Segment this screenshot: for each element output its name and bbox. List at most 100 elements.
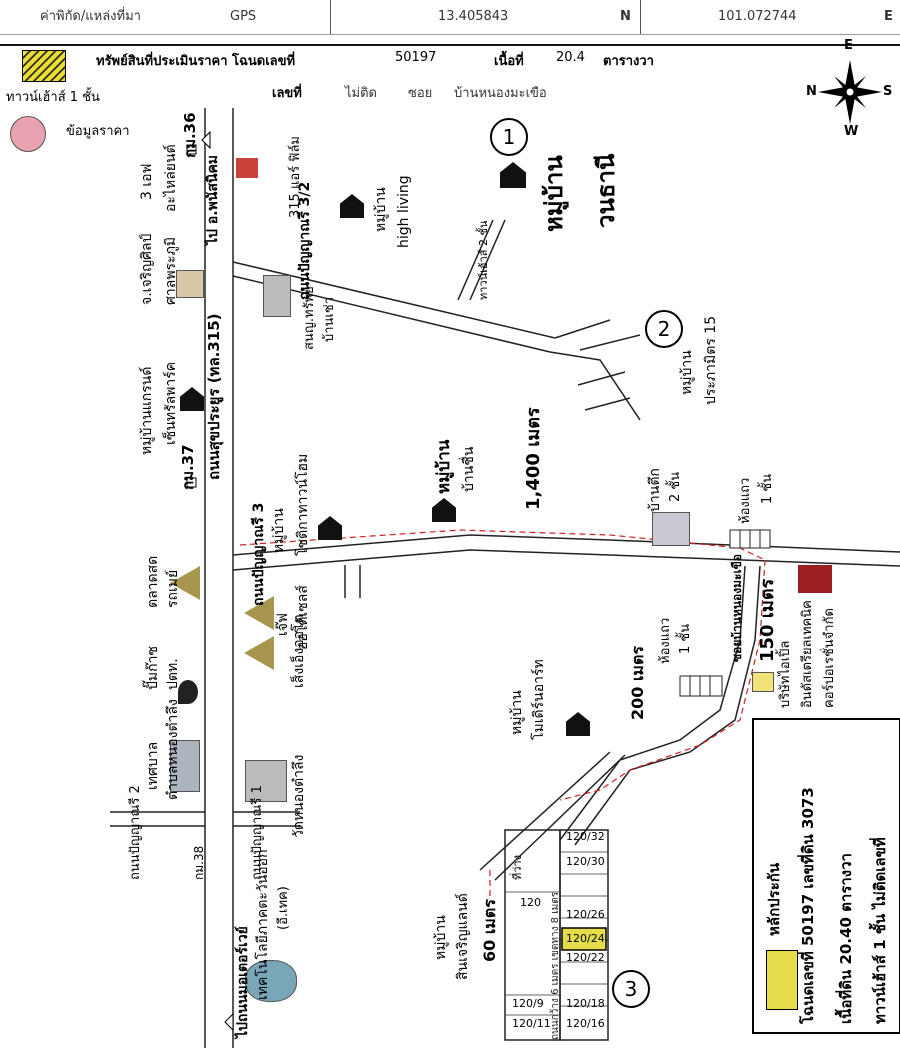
area-unit: ตารางวา	[603, 54, 654, 69]
label-km38: กม.38	[192, 845, 206, 880]
collateral-line2: เนื้อที่ดิน 20.40 ตารางวา	[837, 853, 855, 1024]
label-distance-200: 200 เมตร	[628, 646, 647, 720]
label-wanthani-1: หมู่บ้าน	[540, 155, 568, 232]
divider	[640, 0, 641, 34]
collateral-line1: โฉนดเลขที่ 50197 เลขที่ดิน 3073	[799, 787, 817, 1024]
label-wanthani-2: วนธานี	[592, 153, 620, 228]
townhouse-legend-label: ทาวน์เฮ้าส์ 1 ชั้น	[6, 90, 100, 105]
label-panyanaree-2: ถนนปัญญาณรี 2	[128, 785, 143, 880]
compass-e: E	[844, 38, 853, 53]
label-company-2: อินดัสเตรียลเทคนิค	[800, 600, 815, 708]
compass-s: S	[883, 84, 893, 99]
collateral-swatch	[766, 950, 798, 1010]
label-high-living: high living	[396, 175, 412, 248]
label-to-phanat: ไป อ.พนัสนิคม	[205, 154, 221, 245]
temple-icon	[245, 760, 287, 802]
label-auto-seng: เจ๊ฟ	[275, 613, 291, 636]
lot-120-22: 120/22	[566, 951, 605, 964]
label-etech: (อี.เทค)	[276, 886, 291, 930]
label-company-1: บริษัทไอเปิ้ล	[778, 640, 793, 708]
latitude-value: 13.405843	[438, 9, 509, 24]
label-modern-art-v: หมู่บ้าน	[509, 690, 525, 735]
label-prachamit-v: หมู่บ้าน	[679, 350, 695, 395]
label-modern-art: โมเดิร์นอาร์ท	[531, 659, 547, 740]
label-banchuen: บ้านชื่น	[461, 446, 477, 492]
label-soi-nongmakhuea: ซอยบ้านหนองมะเขือ	[730, 554, 744, 662]
house-no-value: ไม่ติด	[345, 86, 377, 101]
area-value: 20.4	[556, 50, 585, 65]
townhouse-legend-swatch	[22, 50, 66, 82]
label-tambon: ตำบลหนองตำลึง	[165, 699, 181, 800]
lot-120: 120	[520, 896, 541, 909]
office-building-icon	[263, 275, 291, 317]
etech-campus-icon	[245, 960, 297, 1002]
label-km37: กม.37	[179, 444, 197, 490]
subject-lot	[561, 927, 607, 951]
label-ban-tuek: บ้านตึก	[647, 468, 663, 512]
label-sincharoen-v: หมู่บ้าน	[433, 915, 449, 960]
label-company-3: คอร์ปอเรชั่นจำกัด	[822, 608, 837, 708]
label-ban-chao: บ้านเช่า	[322, 296, 337, 342]
latitude-dir: N	[620, 9, 631, 24]
label-wat: วัดหนองตำลึง	[291, 754, 307, 838]
label-main-road: ถนนสุขประยูร (ทล.315)	[205, 313, 223, 480]
label-chotika: โชติกาทาวน์โฮม	[295, 453, 311, 556]
label-high-living-v: หมู่บ้าน	[373, 187, 389, 232]
coord-source: GPS	[230, 9, 257, 24]
label-th2: ทาวน์เฮ้าส์ 2 ชั้น	[477, 220, 490, 300]
marker-3: 3	[612, 970, 650, 1008]
soi-value: บ้านหนองมะเขือ	[454, 86, 547, 101]
label-banchuen-v: หมู่บ้าน	[434, 439, 454, 494]
house-no-label: เลขที่	[272, 86, 302, 101]
label-sincharoen: สินเจริญแลนด์	[455, 893, 471, 980]
lot-120-30: 120/30	[566, 855, 605, 868]
label-village-grand: หมู่บ้านแกรนด์	[139, 366, 155, 455]
price-info-legend-label: ข้อมูลราคา	[66, 124, 130, 139]
label-3f: 3 เอฟ	[139, 163, 155, 200]
townhouse-2-storey-icon	[652, 512, 690, 546]
price-info-legend-swatch	[10, 116, 46, 152]
lot-120-11: 120/11	[512, 1017, 551, 1030]
marker-1: 1	[490, 118, 528, 156]
deed-number: 50197	[395, 50, 437, 65]
lot-120-18: 120/18	[566, 997, 605, 1010]
label-ban-tuek2: 2 ชั้น	[668, 471, 683, 502]
factory-icon	[798, 565, 832, 593]
air-film-shop-icon	[236, 158, 258, 178]
collateral-line3: ทาวน์เฮ้าส์ 1 ชั้น ไม่ติดเลขที่	[871, 837, 889, 1024]
shrine-icon	[176, 270, 204, 298]
coord-label: ค่าพิกัด/แหล่งที่มา	[40, 9, 141, 24]
marker-2: 2	[645, 310, 683, 348]
label-chotika-v: หมู่บ้าน	[271, 508, 287, 553]
label-gas: ปั๊มก๊าซ	[145, 646, 161, 690]
collateral-title: หลักประกัน	[765, 862, 783, 936]
label-central-park: เซ็นทรัลพาร์ค	[163, 361, 179, 445]
longitude-value: 101.072744	[718, 9, 797, 24]
label-municipal: เทศบาล	[145, 741, 161, 790]
divider	[330, 0, 331, 34]
label-hong-thaew-b: ห้องแถว	[658, 617, 673, 664]
municipal-building-icon	[170, 740, 200, 792]
label-panyanaree-3: ถนนปัญญาณรี 3	[251, 502, 267, 606]
label-shrine: ศาลพระภูมิ	[163, 236, 179, 305]
area-label: เนื้อที่	[494, 54, 524, 69]
label-hong-thaew-b2: 1 ชั้น	[678, 623, 693, 654]
compass-rose-icon	[818, 60, 882, 124]
label-to-motorway: ไปถนนมอเตอร์เวย์	[235, 926, 251, 1038]
label-market: ตลาดสด	[145, 555, 161, 608]
label-jaroen: จ.เจริญศิลป์	[139, 233, 155, 305]
label-empty-lot: ที่ว่าง	[511, 855, 524, 880]
compass-w: W	[844, 124, 859, 139]
label-distance-1400: 1,400 เมตร	[523, 407, 544, 510]
longitude-dir: E	[884, 9, 893, 24]
label-prachamit: ประภามิตร 15	[703, 315, 719, 405]
label-distance-60: 60 เมตร	[480, 899, 499, 962]
label-panyanaree-3-2: ถนนปัญญาณรี 3/2	[297, 181, 313, 300]
coordinate-header: ค่าพิกัด/แหล่งที่มา GPS 13.405843 N 101.…	[0, 0, 900, 35]
lot-120-9: 120/9	[512, 997, 544, 1010]
lot-120-32: 120/32	[566, 830, 605, 843]
label-panyanaree-1: ถนนปัญญาณรี 1	[250, 785, 265, 880]
compass-n: N	[806, 84, 817, 99]
lot-120-26: 120/26	[566, 908, 605, 921]
